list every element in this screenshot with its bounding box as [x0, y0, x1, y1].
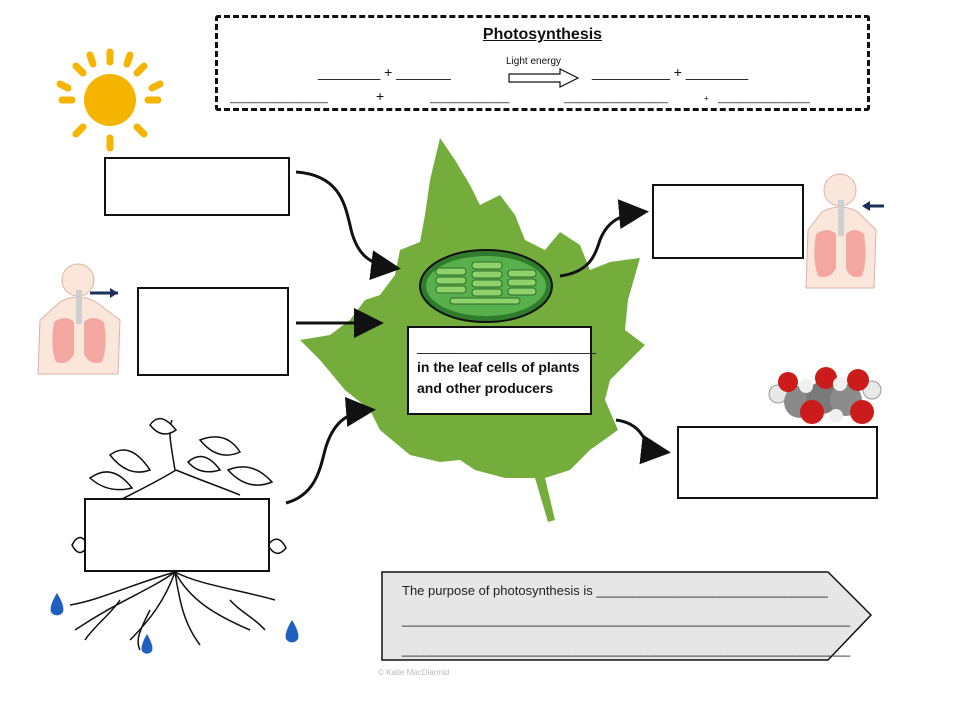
equation-box: Photosynthesis ________ + _______ Light … [215, 15, 870, 111]
credit-text: © Katie MacDiarmid [378, 668, 450, 677]
chloroplast-label-line1: in the leaf cells of plants [417, 359, 580, 375]
answer-box-carbon-dioxide[interactable] [137, 287, 289, 376]
chloroplast-icon [419, 249, 553, 323]
person-lungs-icon [805, 173, 884, 289]
equation-row2-plus-2: + [704, 94, 709, 103]
chloroplast-blank: _______________________ [417, 338, 597, 354]
equation-row2-blank-a: ________________ [230, 92, 328, 104]
equation-row2-blank-d: _______________ [718, 92, 810, 104]
light-energy-arrow [508, 68, 580, 88]
person-lungs-icon [37, 263, 121, 375]
equation-row2-blank-b: _____________ [430, 92, 510, 104]
glucose-molecule-icon [768, 367, 882, 424]
equation-title: Photosynthesis [482, 26, 603, 43]
equation-products-blanks: __________ + ________ [592, 64, 749, 80]
answer-box-glucose[interactable] [677, 426, 878, 499]
chloroplast-label-line2: and other producers [417, 380, 554, 396]
purpose-line-1: The purpose of photosynthesis is _______… [402, 583, 828, 598]
plant-roots-icon [69, 417, 287, 651]
connector-arrows [285, 170, 671, 505]
answer-box-water[interactable] [84, 498, 270, 572]
sun-icon [56, 48, 164, 152]
answer-box-light[interactable] [104, 157, 290, 216]
light-energy-label: Light energy [506, 56, 562, 67]
water-drop-icon [141, 634, 153, 654]
chloroplast-label-box: _______________________ in the leaf cell… [407, 326, 597, 415]
equation-row2-blank-c: _________________ [564, 92, 669, 104]
purpose-line-2: ________________________________________… [402, 612, 851, 627]
answer-box-oxygen[interactable] [652, 184, 804, 259]
equation-row2-plus-1: + [376, 88, 385, 104]
water-drop-icon [285, 620, 299, 643]
purpose-arrow-shape [381, 571, 873, 661]
purpose-line-3: ________________________________________… [402, 642, 851, 657]
equation-reactants-blanks: ________ + _______ [318, 64, 451, 80]
water-drop-icon [50, 593, 64, 616]
